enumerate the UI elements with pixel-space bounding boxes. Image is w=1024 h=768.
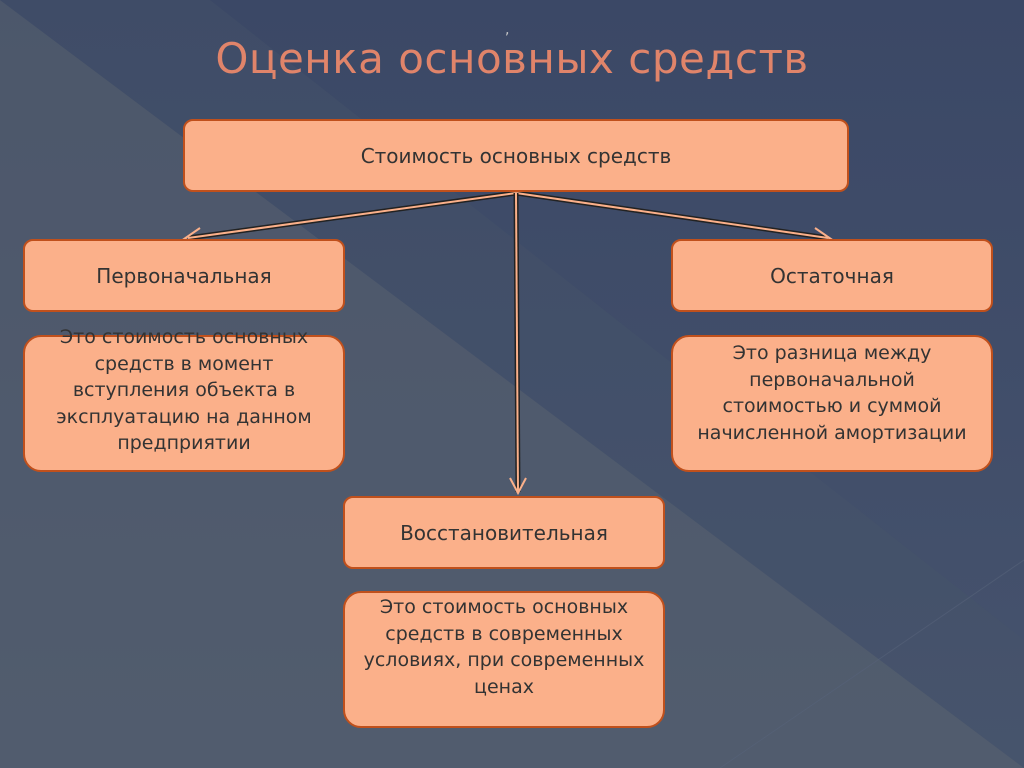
node-replacement: Восстановительная — [343, 496, 665, 569]
description-box-replacement — [343, 591, 665, 728]
page-title: Оценка основных средств — [215, 34, 809, 83]
node-residual: Остаточная — [671, 239, 993, 312]
description-box-original — [23, 335, 345, 472]
description-box-residual — [671, 335, 993, 472]
title-mark: , — [505, 22, 510, 38]
description-replacement: Это стоимость основных средств в совреме… — [363, 596, 645, 698]
root-node: Стоимость основных средств — [183, 119, 849, 192]
description-residual: Это разница между первоначальной стоимос… — [697, 342, 967, 444]
node-original: Первоначальная — [23, 239, 345, 312]
description-original: Это стоимость основных средств в момент … — [56, 326, 312, 454]
